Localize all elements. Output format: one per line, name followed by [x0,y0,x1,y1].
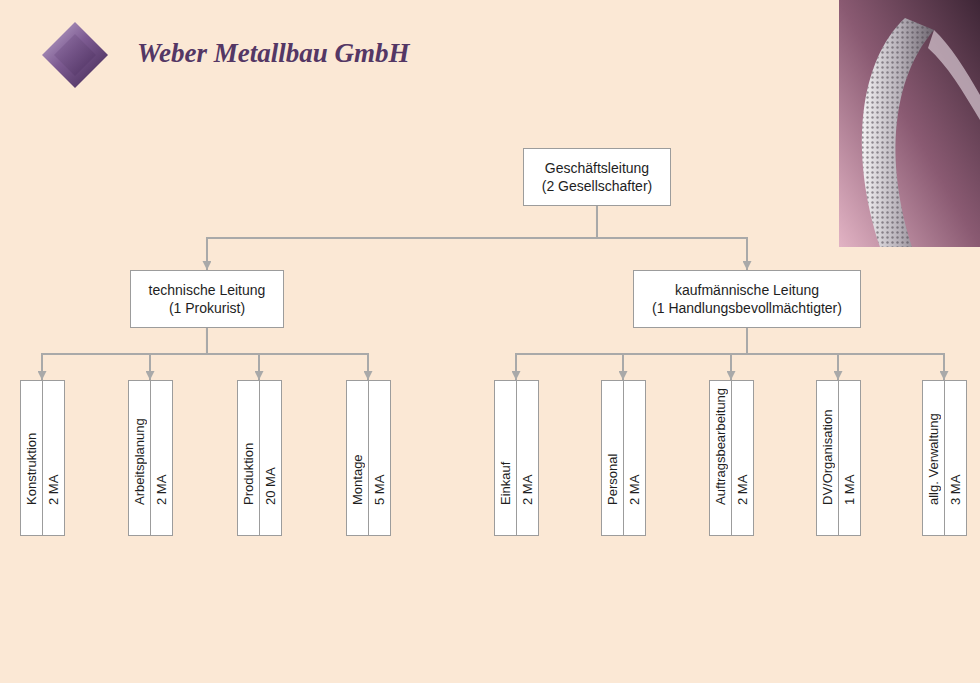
staff-count: 2 MA [732,381,753,535]
department-box: Einkauf2 MA [494,380,539,536]
staff-count: 2 MA [151,381,172,535]
department-box: allg. Verwaltung3 MA [922,380,967,536]
position-title: Geschäftsleitung [542,159,652,177]
position-title: kaufmännische Leitung [652,281,842,299]
management-box: Geschäftsleitung(2 Gesellschafter) [523,148,671,206]
connector-arrow [731,328,747,380]
position-note: (1 Prokurist) [149,299,266,317]
connector-arrow [150,328,207,380]
department-name: Montage [347,381,368,535]
connector-arrow [207,328,368,380]
department-name: Produktion [238,381,259,535]
staff-count: 5 MA [369,381,390,535]
management-box: kaufmännische Leitung(1 Handlungsbevollm… [633,270,861,328]
connector-arrow [516,328,747,380]
position-title: technische Leitung [149,281,266,299]
staff-count: 3 MA [945,381,966,535]
staff-count: 20 MA [260,381,281,535]
staff-count: 2 MA [517,381,538,535]
position-note: (1 Handlungsbevollmächtigter) [652,299,842,317]
department-name: Auftragsbearbeitung [710,381,731,535]
department-name: Arbeitsplanung [129,381,150,535]
staff-count: 1 MA [839,381,860,535]
department-box: Auftragsbearbeitung2 MA [709,380,754,536]
department-name: Personal [602,381,623,535]
connector-arrow [597,206,747,270]
connector-arrow [623,328,747,380]
department-box: Konstruktion2 MA [20,380,65,536]
department-name: Konstruktion [21,381,42,535]
page-title: Weber Metallbau GmbH [137,38,410,69]
department-box: Arbeitsplanung2 MA [128,380,173,536]
metal-photo [839,0,980,247]
department-name: allg. Verwaltung [923,381,944,535]
logo-diamond [42,22,108,88]
department-name: DV/Organisation [817,381,838,535]
department-box: DV/Organisation1 MA [816,380,861,536]
connector-arrow [42,328,207,380]
position-note: (2 Gesellschafter) [542,177,652,195]
department-name: Einkauf [495,381,516,535]
department-box: Produktion20 MA [237,380,282,536]
connector-arrow [747,328,944,380]
staff-count: 2 MA [624,381,645,535]
department-box: Personal2 MA [601,380,646,536]
staff-count: 2 MA [43,381,64,535]
management-box: technische Leitung(1 Prokurist) [130,270,285,328]
connector-arrow [207,206,597,270]
department-box: Montage5 MA [346,380,391,536]
